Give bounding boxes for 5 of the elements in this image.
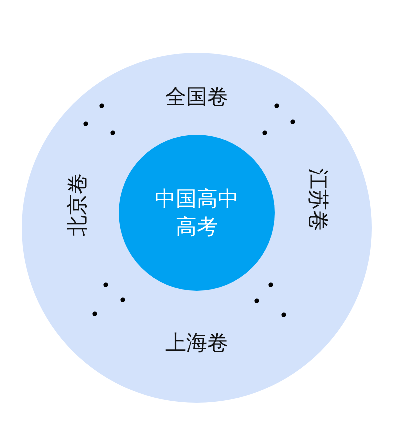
region-label: 上海卷 [166,331,228,355]
center-label: 中国高中高考 [154,186,240,241]
region-label: 江苏卷 [306,168,330,232]
region-label: 全国卷 [166,85,228,109]
region-label: 北京卷 [65,174,89,236]
